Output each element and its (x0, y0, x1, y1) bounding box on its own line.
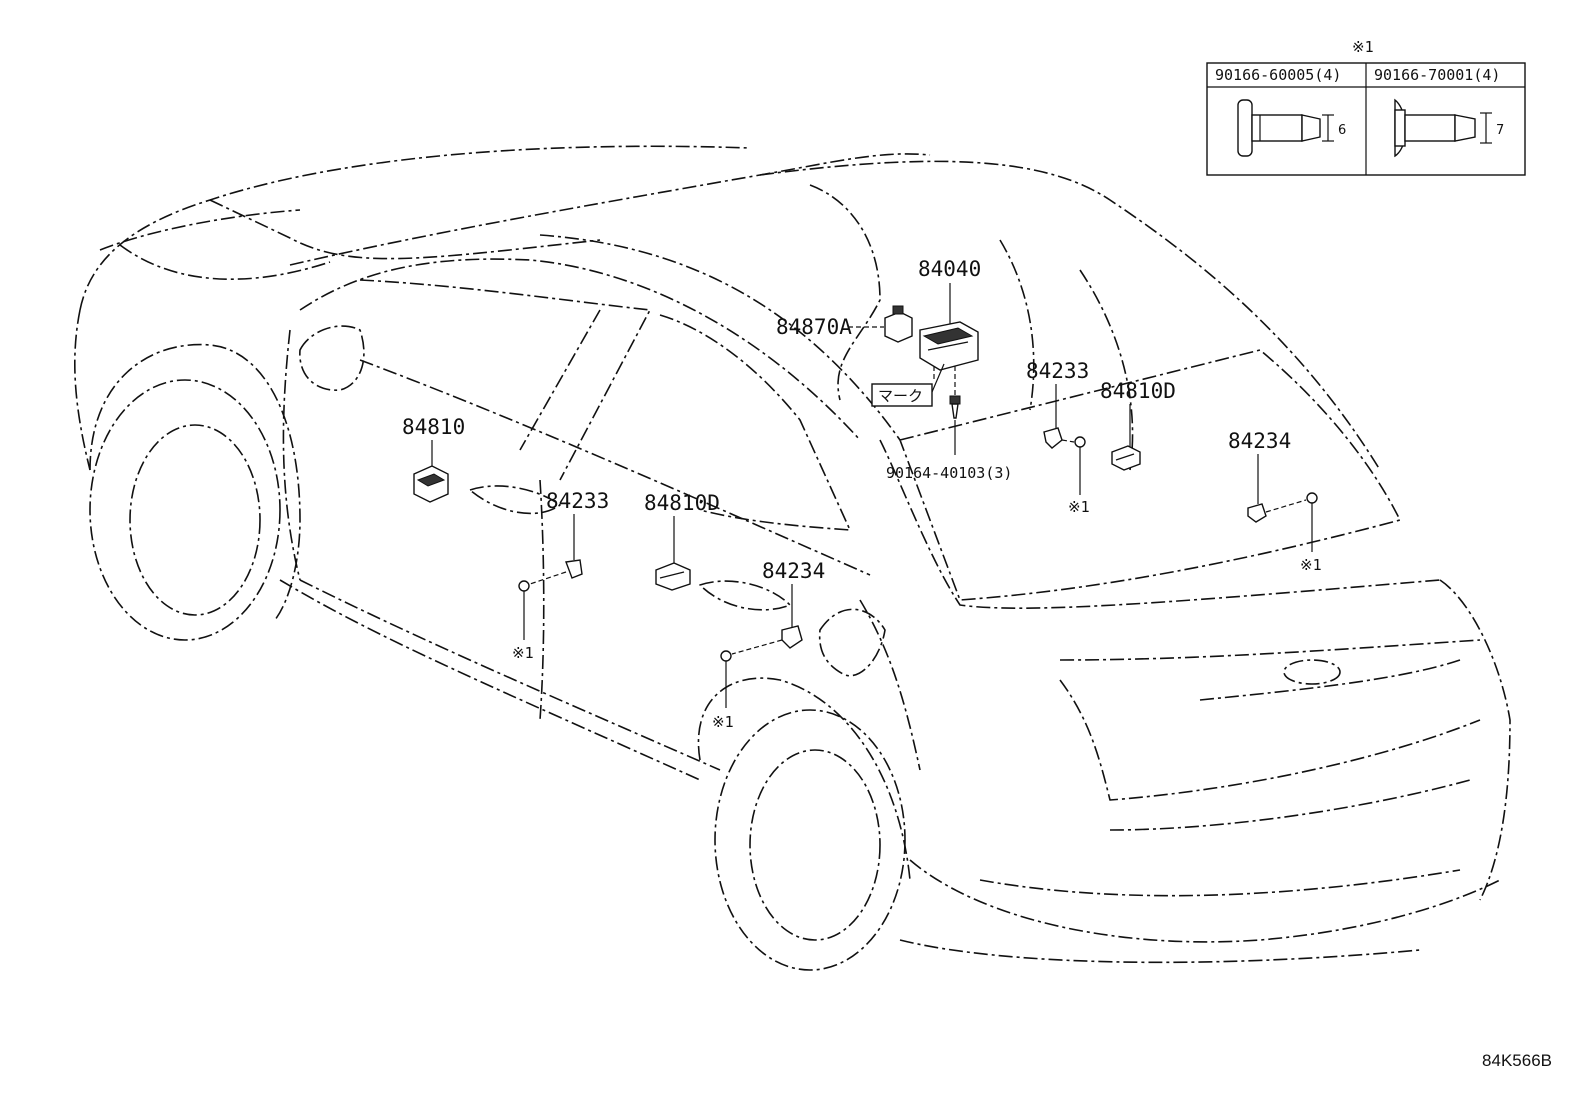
callout-84040: 84040 (918, 257, 981, 281)
bolt-icon (1237, 99, 1334, 157)
bolt-icon (1394, 98, 1492, 158)
callout-84234-front: 84234 (762, 559, 825, 583)
part-84233-rear: 84233 ※1 (1026, 359, 1090, 516)
note-1-rear-a: ※1 (1068, 498, 1090, 516)
callout-84810: 84810 (402, 415, 465, 439)
callout-84233-front: 84233 (546, 489, 609, 513)
car-body-outline (74, 145, 1511, 971)
legend-part-1: 90166-60005(4) (1215, 66, 1341, 84)
part-84810: 84810 (402, 415, 465, 503)
mark-label: マーク (871, 363, 945, 407)
part-90164-40103: 90164-40103(3) (886, 366, 1012, 482)
part-84810D-front: 84810D (644, 491, 720, 591)
part-84870A: 84870A (776, 305, 913, 343)
part-84234-front: 84234 ※1 (712, 559, 825, 731)
part-84234-rear: 84234 ※1 (1228, 429, 1322, 574)
diagram-code: 84K566B (1482, 1051, 1552, 1070)
callout-90164-40103: 90164-40103(3) (886, 464, 1012, 482)
legend-dimension-2: 7 (1496, 123, 1504, 138)
note-1-rear-b: ※1 (1300, 556, 1322, 574)
part-84810D-rear: 84810D (1100, 379, 1176, 471)
note-1-front-a: ※1 (512, 644, 534, 662)
part-84040: 84040 (918, 257, 981, 371)
legend-dimension-1: 6 (1338, 123, 1346, 138)
callout-84810D-front: 84810D (644, 491, 720, 515)
legend-note-mark: ※1 (1352, 38, 1374, 56)
note-1-front-b: ※1 (712, 713, 734, 731)
callout-84810D-rear: 84810D (1100, 379, 1176, 403)
fastener-legend: ※1 90166-60005(4) 90166-70001(4) 6 7 (1206, 38, 1526, 176)
callout-mark: マーク (878, 387, 923, 405)
callout-84233-rear: 84233 (1026, 359, 1089, 383)
legend-part-2: 90166-70001(4) (1374, 66, 1500, 84)
part-84233-front: 84233 ※1 (512, 489, 609, 662)
callout-84870A: 84870A (776, 315, 852, 339)
callout-84234-rear: 84234 (1228, 429, 1291, 453)
